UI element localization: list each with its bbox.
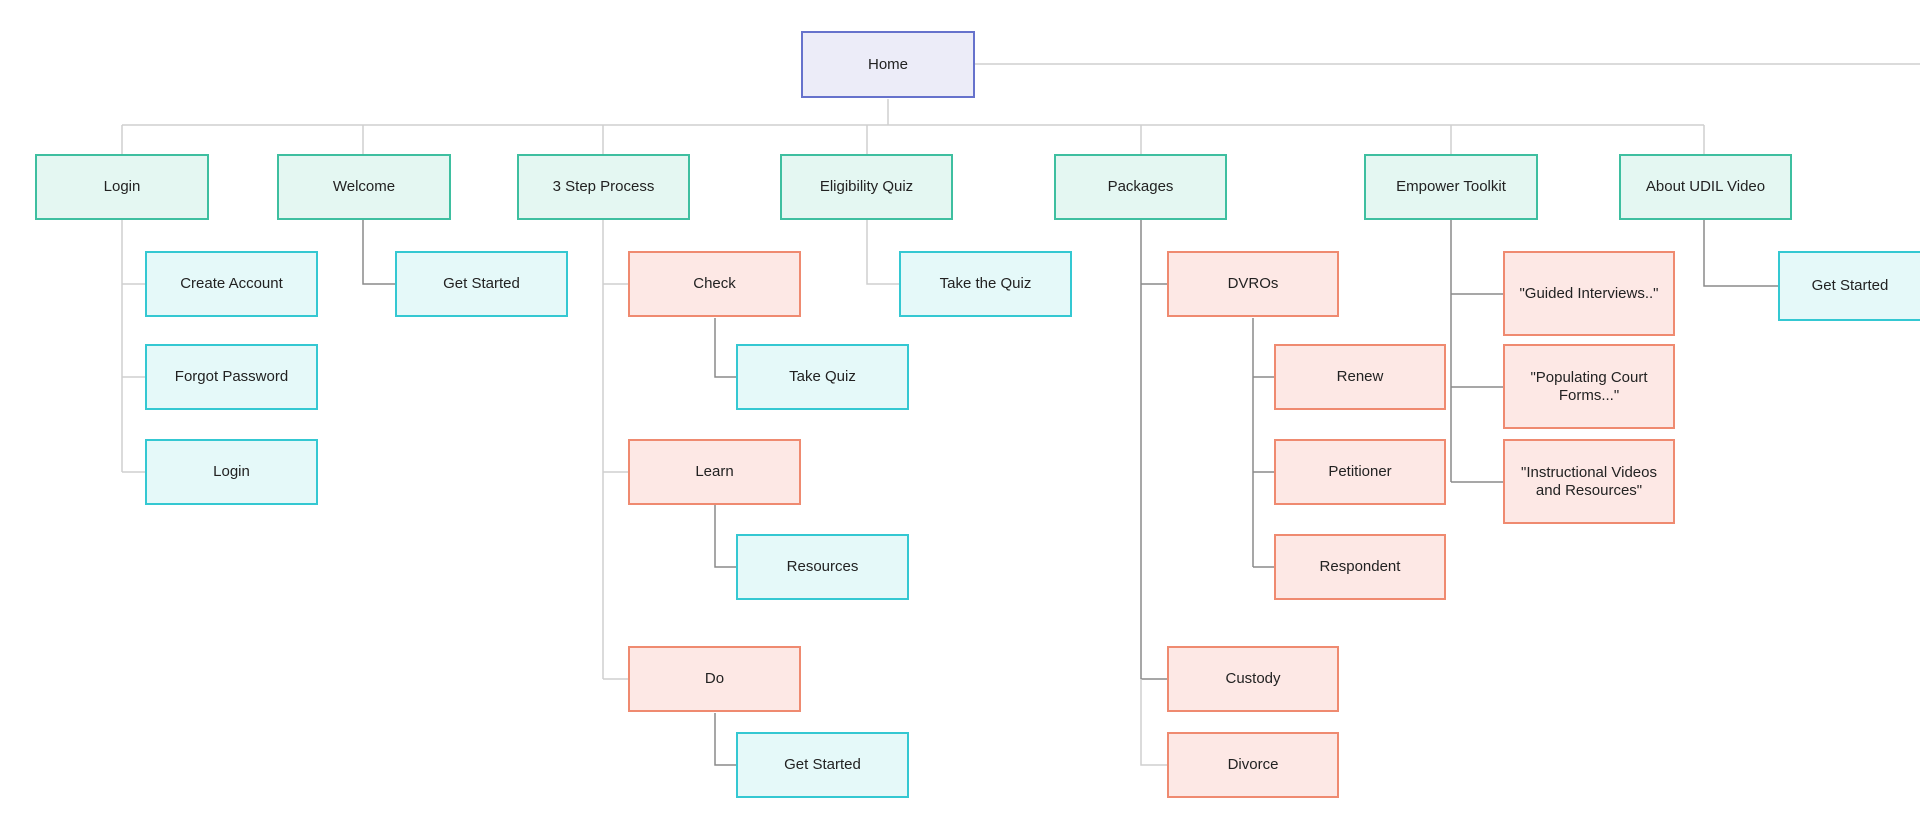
connector-toolkit-children (1450, 220, 1503, 483)
node-empower-toolkit: Empower Toolkit (1364, 154, 1538, 220)
node-take-quiz: Take Quiz (736, 344, 909, 410)
connector-process-children (602, 220, 628, 680)
node-home: Home (801, 31, 975, 98)
connector-learn-children (714, 505, 736, 568)
node-take-the-quiz: Take the Quiz (899, 251, 1072, 317)
node-packages: Packages (1054, 154, 1227, 220)
node-instructional-videos: "Instructional Videos and Resources" (1503, 439, 1675, 524)
connector-home-bus (121, 99, 1705, 154)
connector-welcome-children (362, 220, 395, 285)
node-welcome-get-started: Get Started (395, 251, 568, 317)
node-login-page: Login (145, 439, 318, 505)
connector-login-children (121, 220, 145, 473)
node-check: Check (628, 251, 801, 317)
node-divorce: Divorce (1167, 732, 1339, 798)
node-learn: Learn (628, 439, 801, 505)
connector-packages-divorce (1140, 679, 1167, 766)
node-custody: Custody (1167, 646, 1339, 712)
node-welcome: Welcome (277, 154, 451, 220)
connector-packages-children (1140, 220, 1167, 680)
connector-about-children (1703, 220, 1778, 287)
node-guided-interviews: "Guided Interviews.." (1503, 251, 1675, 336)
node-forgot-password: Forgot Password (145, 344, 318, 410)
connector-dvros-children (1252, 318, 1274, 568)
connector-eligibility-children (866, 220, 899, 285)
node-3-step-process: 3 Step Process (517, 154, 690, 220)
connector-check-children (714, 318, 736, 378)
node-dvros: DVROs (1167, 251, 1339, 317)
node-do: Do (628, 646, 801, 712)
node-do-get-started: Get Started (736, 732, 909, 798)
node-login: Login (35, 154, 209, 220)
node-create-account: Create Account (145, 251, 318, 317)
connector-do-children (714, 713, 736, 766)
node-about-get-started: Get Started (1778, 251, 1920, 321)
node-petitioner: Petitioner (1274, 439, 1446, 505)
node-populating-court-forms: "Populating Court Forms..." (1503, 344, 1675, 429)
node-eligibility-quiz: Eligibility Quiz (780, 154, 953, 220)
node-renew: Renew (1274, 344, 1446, 410)
node-about-udil-video: About UDIL Video (1619, 154, 1792, 220)
node-resources: Resources (736, 534, 909, 600)
node-respondent: Respondent (1274, 534, 1446, 600)
